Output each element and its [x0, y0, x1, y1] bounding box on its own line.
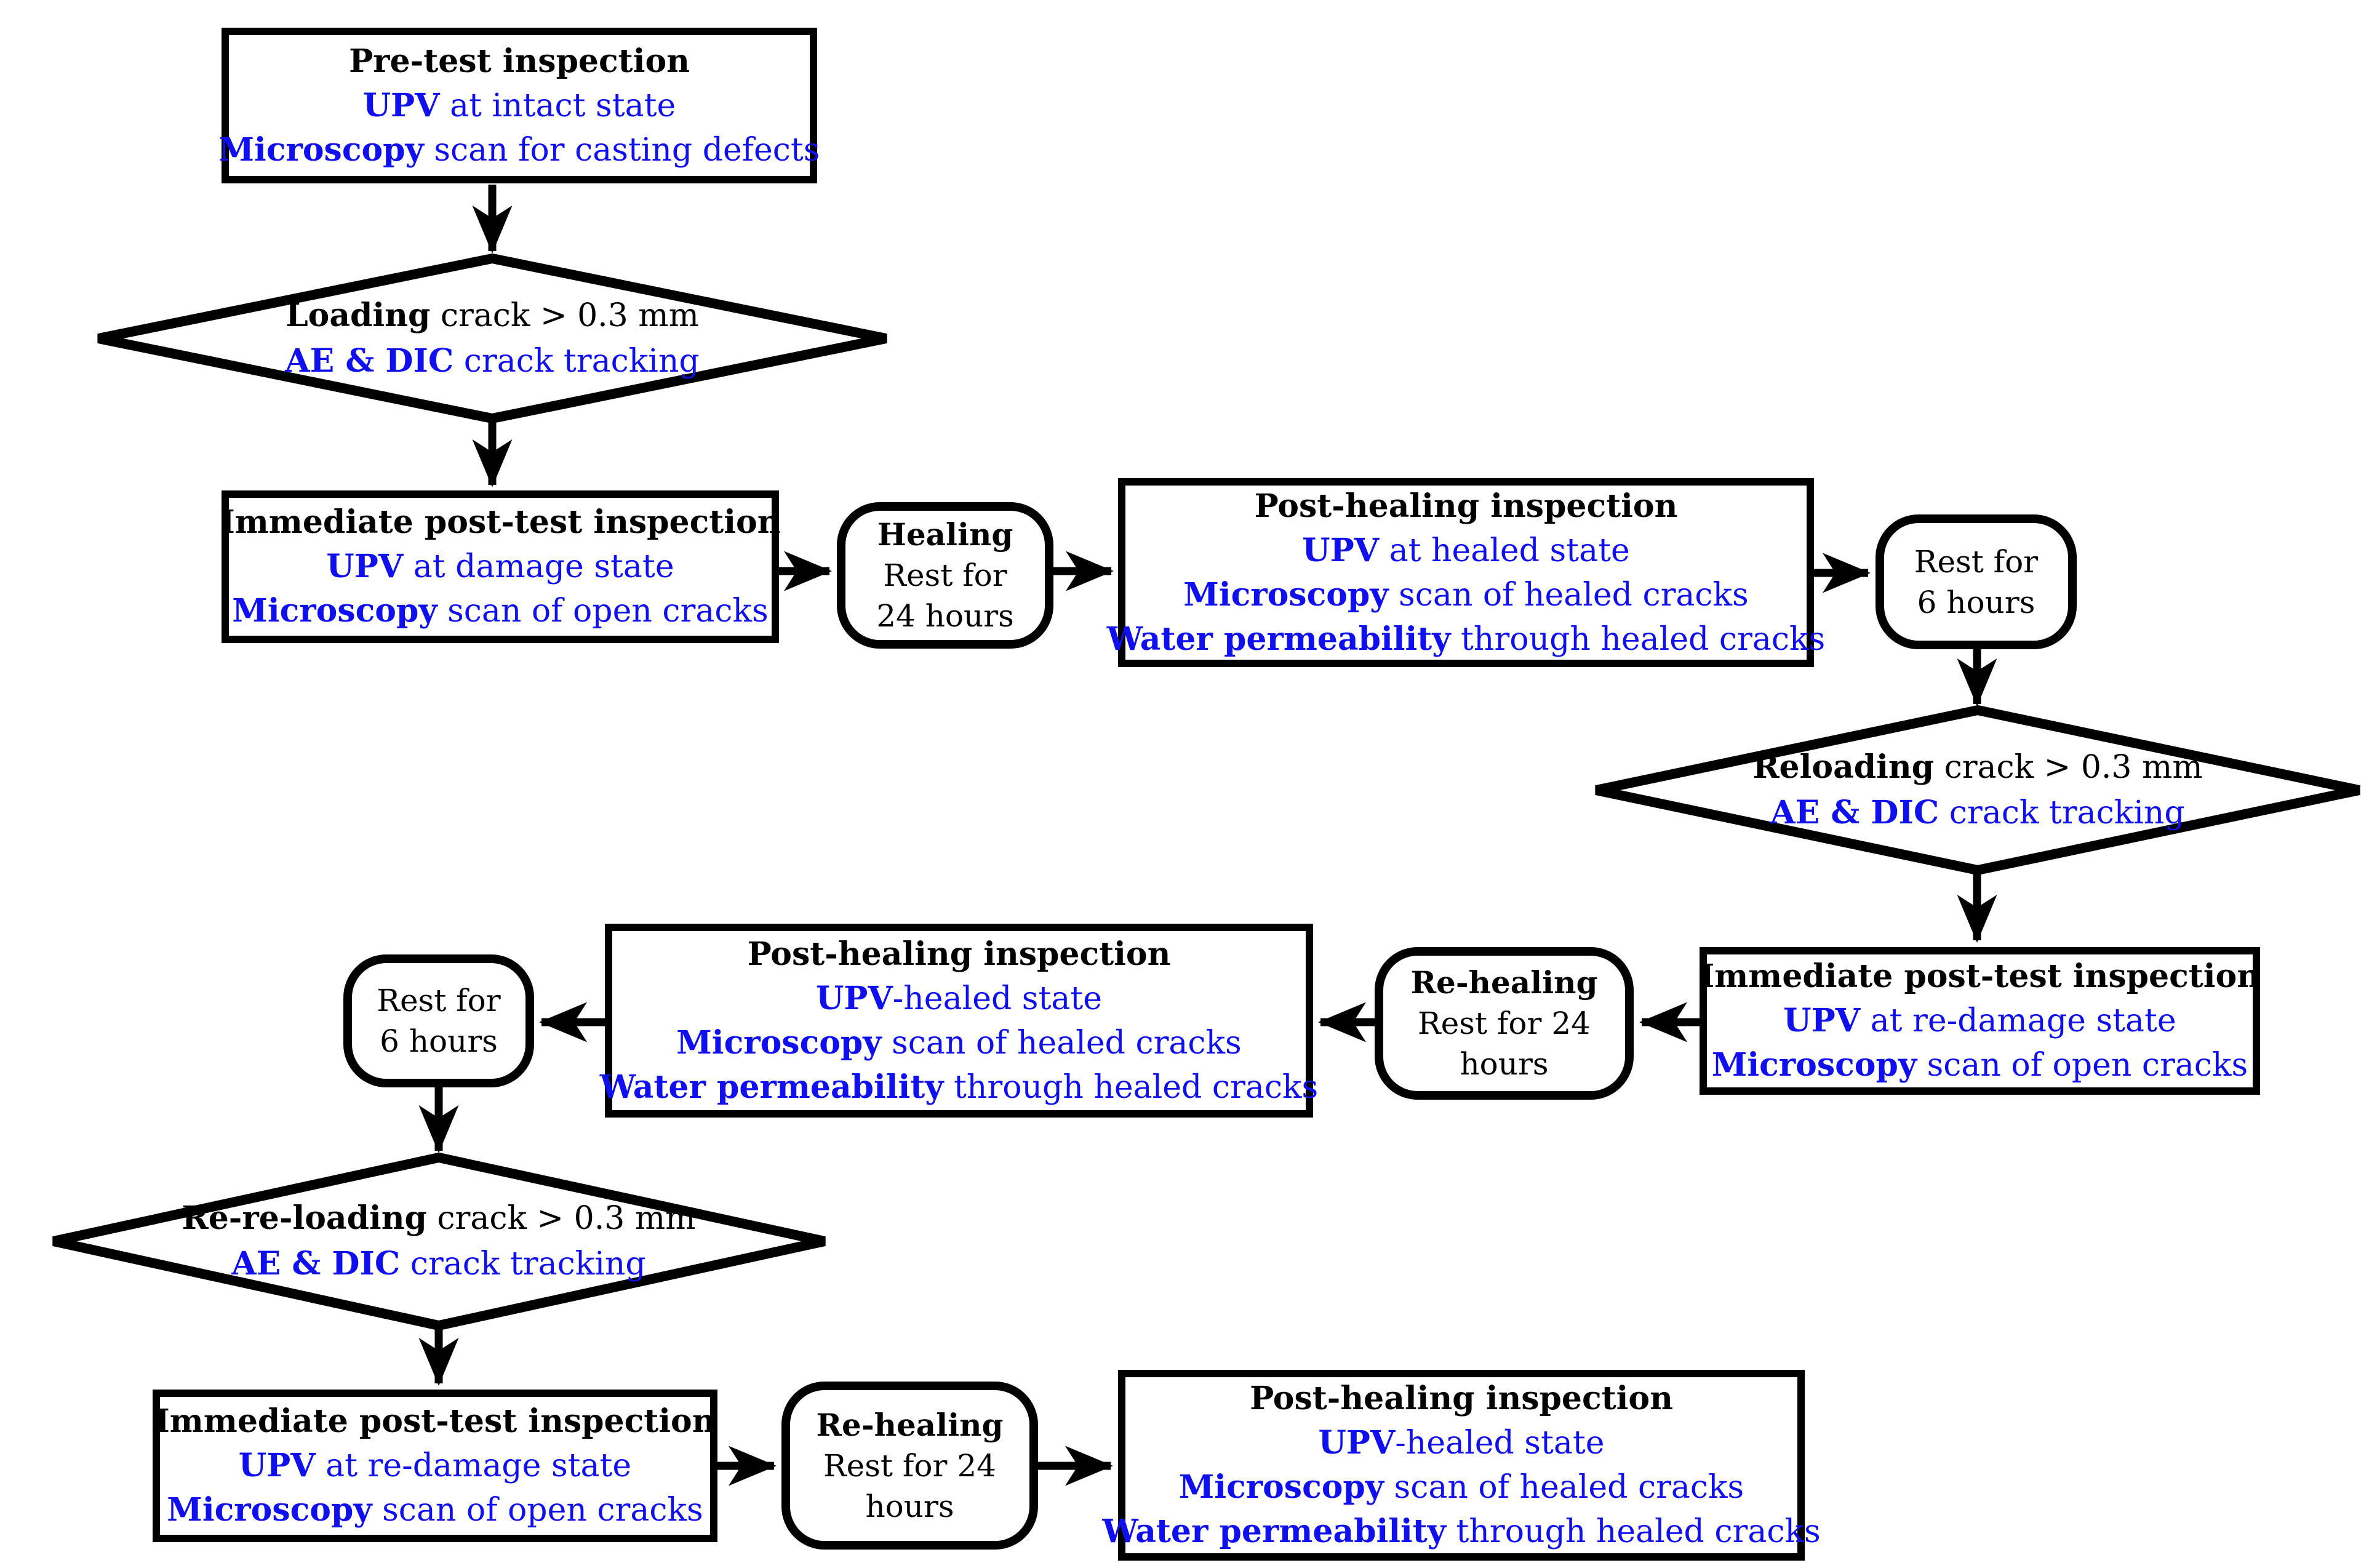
node-rest-6-hours-2: Rest for 6 hours: [343, 954, 534, 1087]
node-post-healing-inspection-2: Post-healing inspection UPV-healed state…: [600, 924, 1318, 1118]
node-post-healing-inspection-1: Post-healing inspection UPV at healed st…: [1107, 478, 1825, 667]
decision-reloading-label: Reloading crack > 0.3 mm AE & DIC crack …: [1752, 748, 2203, 831]
node-re-healing-1: Re-healing Rest for 24 hours: [1375, 947, 1634, 1100]
decision-loading-shape: [97, 253, 887, 424]
node-re-healing-2: Re-healing Rest for 24 hours: [781, 1382, 1038, 1550]
node-pre-test-inspection: Pre-test inspection UPV at intact state …: [219, 28, 820, 183]
node-immediate-post-test-inspection-3: Immediate post-test inspection UPV at re…: [153, 1390, 717, 1542]
decision-re-re-loading-label: Re-re-loading crack > 0.3 mm AE & DIC cr…: [182, 1199, 696, 1282]
node-immediate-post-test-inspection-2: Immediate post-test inspection UPV at re…: [1700, 947, 2260, 1095]
node-post-healing-inspection-3: Post-healing inspection UPV-healed state…: [1102, 1370, 1821, 1561]
node-healing: Healing Rest for 24 hours: [837, 502, 1053, 649]
decision-loading-label: Loading crack > 0.3 mm AE & DIC crack tr…: [285, 297, 700, 380]
node-immediate-post-test-inspection-1: Immediate post-test inspection UPV at da…: [220, 490, 781, 643]
decision-reloading-shape: [1595, 705, 2360, 876]
decision-re-re-loading-shape: [52, 1152, 826, 1331]
node-rest-6-hours-1: Rest for 6 hours: [1876, 514, 2077, 649]
